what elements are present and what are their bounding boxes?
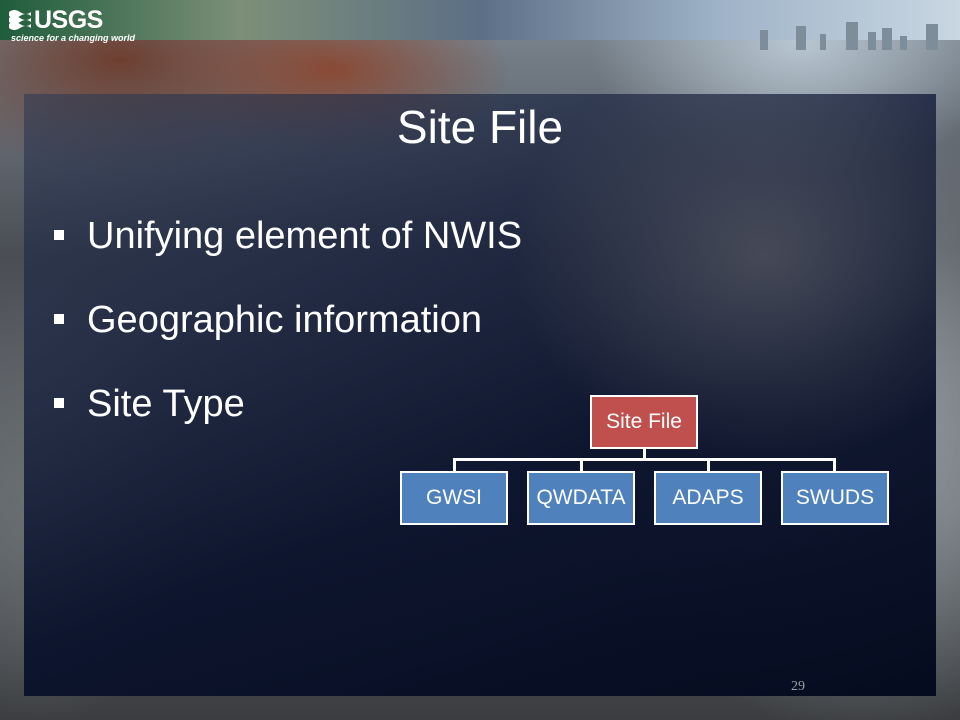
slide-title: Site File: [396, 101, 564, 153]
org-node-adaps: ADAPS: [654, 471, 762, 525]
page-number: 29: [791, 679, 805, 694]
org-node-swuds: SWUDS: [781, 471, 889, 525]
square-bullet-icon: [54, 398, 64, 408]
square-bullet-icon: [54, 314, 64, 324]
org-node-qwdata: QWDATA: [527, 471, 635, 525]
usgs-wave-icon: [8, 8, 32, 30]
panel-shading: [24, 94, 936, 696]
bullet-text: Geographic information: [87, 299, 482, 341]
usgs-wordmark: USGS: [34, 6, 103, 34]
bullet-text: Site Type: [87, 383, 245, 425]
bullet-text: Unifying element of NWIS: [87, 215, 523, 257]
org-node-site-file: Site File: [590, 395, 698, 449]
org-node-gwsi: GWSI: [400, 471, 508, 525]
usgs-logo: USGS science for a changing world: [8, 8, 135, 43]
background-skyline: [750, 10, 960, 50]
usgs-tagline: science for a changing world: [11, 33, 136, 43]
slide-content-panel: [24, 94, 936, 696]
square-bullet-icon: [54, 230, 64, 240]
